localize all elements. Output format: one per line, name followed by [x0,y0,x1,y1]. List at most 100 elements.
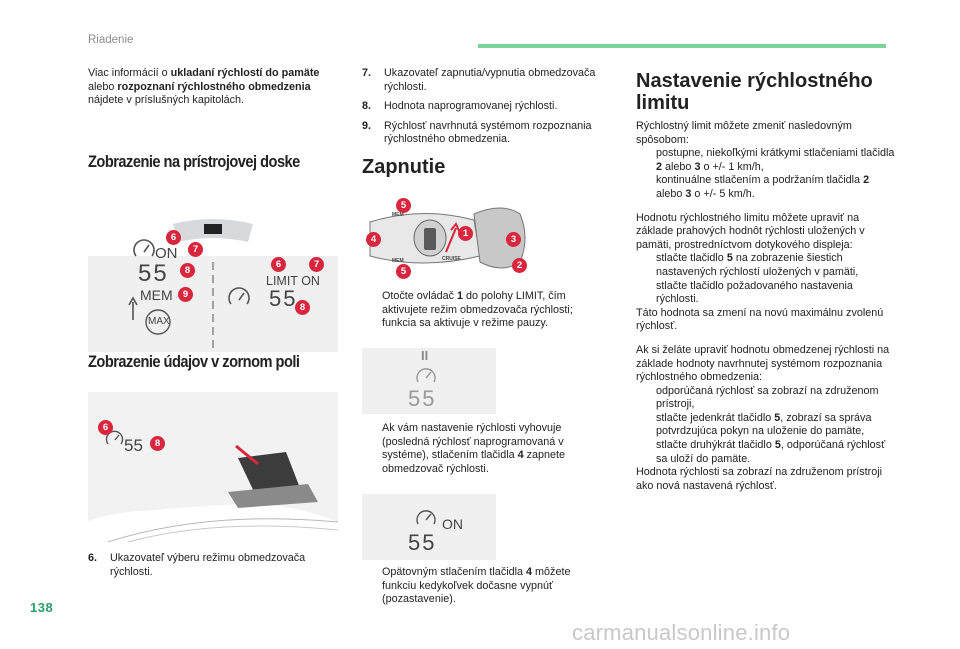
bullet-item: stlačte tlačidlo 5 na zobrazenie šiestic… [636,252,898,279]
bullet-marker [636,280,656,307]
heading-speed-limit-setting: Nastavenie rýchlostného limitu [636,70,873,114]
bullet-marker [636,412,656,439]
callout-badge-6: 6 [166,230,181,245]
speedometer-icon [416,368,436,383]
bullet-text: Ak vám nastavenie rýchlosti vyhovuje (po… [382,422,566,475]
bullet-text: Otočte ovládač 1 do polohy LIMIT, čím ak… [382,290,573,330]
item-text: Ukazovateľ výberu režimu obmedzovača rýc… [110,552,306,578]
bullet-text: odporúčaná rýchlosť sa zobrazí na združe… [656,384,879,411]
callout-badge-8-right: 8 [295,300,310,315]
bullet-marker [636,439,656,466]
intro-text: alebo [88,80,118,93]
heading-head-up-display: Zobrazenie údajov v zornom poli [88,352,300,371]
callout-badge-7-right: 7 [309,257,324,272]
cluster-on-text: ON [155,245,178,262]
stalk-cruise-label: CRUISE [442,256,461,262]
bullet-item: stlačte druhýkrát tlačidlo 5, odporúčaná… [636,439,898,466]
bullet-marker [636,252,656,279]
display-pause-panel: II 55 [362,348,496,414]
bullet-marker [636,174,656,201]
bullet-text: Opätovným stlačením tlačidla 4 môžete fu… [382,566,571,606]
column-1: Viac informácií o ukladaní rýchlostí do … [88,67,338,118]
bullet-text: stlačte jedenkrát tlačidlo 5, zobrazí sa… [656,411,872,438]
callout-badge-4: 4 [366,232,381,247]
bullet-text: stlačte tlačidlo požadovaného nastavenia… [656,279,853,306]
bullet-text: stlačte tlačidlo 5 na zobrazenie šiestic… [656,252,859,278]
list-item: 9. Rýchlosť navrhnutá systémom rozpoznan… [362,120,602,147]
intro-bold-2: rozpoznaní rýchlostného obmedzenia [117,80,311,93]
stalk-mem-label-bottom: MEM [392,258,404,264]
cluster-speed-value: 55 [138,260,169,287]
intro-text: Viac informácií o [88,67,171,79]
callout-badge-6-right: 6 [271,257,286,272]
list-item: 8. Hodnota naprogramovanej rýchlosti. [362,100,602,114]
intro-bold-1: ukladaní rýchlostí do pamäte [170,67,320,79]
cluster-mem-text: MEM [140,287,173,303]
item-6: 6. Ukazovateľ výberu režimu obmedzovača … [88,552,338,585]
cluster-limit-on-text: LIMIT ON [266,274,320,288]
display-on-panel: ON 55 [362,494,496,560]
callout-badge-5-top: 5 [396,198,411,213]
panel-speed-value: 55 [408,386,437,411]
item-number: 7. [362,67,372,79]
paragraph: Rýchlostný limit môžete zmeniť nasledovn… [636,120,852,146]
intro-text: nájdete v príslušných kapitolách. [88,94,245,107]
callout-badge-2-stalk: 2 [512,258,527,273]
bullet-marker [636,385,656,412]
panel-on-text: ON [442,516,463,532]
bullet-item: odporúčaná rýchlosť sa zobrazí na združe… [636,385,898,412]
item-text: Rýchlosť navrhnutá systémom rozpoznania … [384,119,592,146]
bullet-item: stlačte tlačidlo požadovaného nastavenia… [636,280,898,307]
item-number: 8. [362,100,372,113]
column-2-list: 7. Ukazovateľ zapnutia/vypnutia obmedzov… [362,67,602,153]
header-rule [478,44,886,48]
bullet-text: kontinuálne stlačením a podržaním tlačid… [656,174,870,200]
callout-badge-7: 7 [188,242,203,257]
callout-badge-1: 1 [458,226,473,241]
bullet-item: stlačte jedenkrát tlačidlo 5, zobrazí sa… [636,412,898,439]
callout-badge-5-bottom: 5 [396,264,411,279]
bullet-marker [362,290,382,331]
pause-symbol: II [421,348,429,363]
hud-speed-value: 55 [124,436,143,455]
callout-badge-8: 8 [180,263,195,278]
item-text: Ukazovateľ zapnutia/vypnutia obmedzovača… [384,67,596,93]
callout-badge-8-hud: 8 [150,436,165,451]
item-number: 6. [88,552,98,564]
bullet-text: stlačte druhýkrát tlačidlo 5, odporúčaná… [656,439,886,465]
heading-instrument-panel: Zobrazenie na prístrojovej doske [88,152,300,171]
list-item: 7. Ukazovateľ zapnutia/vypnutia obmedzov… [362,67,602,94]
panel-speed-value: 55 [408,530,437,555]
cluster-max-text: MAX [148,316,170,327]
callout-badge-6-hud: 6 [98,420,113,435]
instrument-cluster-illustration: ON 55 MEM MAX LIMIT ON 55 6 7 8 9 6 7 8 [88,212,338,352]
bullet-item: postupne, niekoľkými krátkymi stlačeniam… [636,147,898,174]
bullet-marker [636,147,656,174]
head-up-display-illustration: 55 6 8 [88,392,338,542]
intro-paragraph: Viac informácií o ukladaní rýchlostí do … [88,67,338,108]
column-3: Rýchlostný limit môžete zmeniť nasledovn… [636,120,898,503]
callout-badge-9: 9 [178,287,193,302]
paragraph: Hodnotu rýchlostného limitu môžete uprav… [636,211,865,251]
section-label: Riadenie [88,34,134,46]
activation-bullet-3: Opätovným stlačením tlačidla 4 môžete fu… [362,566,602,607]
speedometer-icon [416,510,436,525]
page-number: 138 [30,600,54,615]
activation-bullet-1: Otočte ovládač 1 do polohy LIMIT, čím ak… [362,290,602,331]
paragraph: Ak si želáte upraviť hodnotu obmedzenej … [636,343,890,384]
item-text: Hodnota naprogramovanej rýchlosti. [384,100,558,113]
watermark-text: carmanualsonline.info [572,620,791,645]
cluster-speed-value-right: 55 [269,286,298,311]
bullet-item: kontinuálne stlačením a podržaním tlačid… [636,174,898,201]
control-stalk-illustration: MEM MEM CRUISE 5 3 1 4 5 [362,198,532,280]
callout-badge-3-stalk: 3 [506,232,521,247]
bullet-marker [362,566,382,607]
hud-shape [88,392,338,542]
bullet-marker [362,422,382,476]
heading-activation: Zapnutie [362,156,446,178]
bullet-text: postupne, niekoľkými krátkymi stlačeniam… [656,147,895,173]
activation-bullet-2: Ak vám nastavenie rýchlosti vyhovuje (po… [362,422,602,476]
stalk-shape [369,207,526,269]
paragraph: Hodnota rýchlosti sa zobrazí na združeno… [636,466,883,492]
paragraph: Táto hodnota sa zmení na novú maximálnu … [636,306,884,333]
